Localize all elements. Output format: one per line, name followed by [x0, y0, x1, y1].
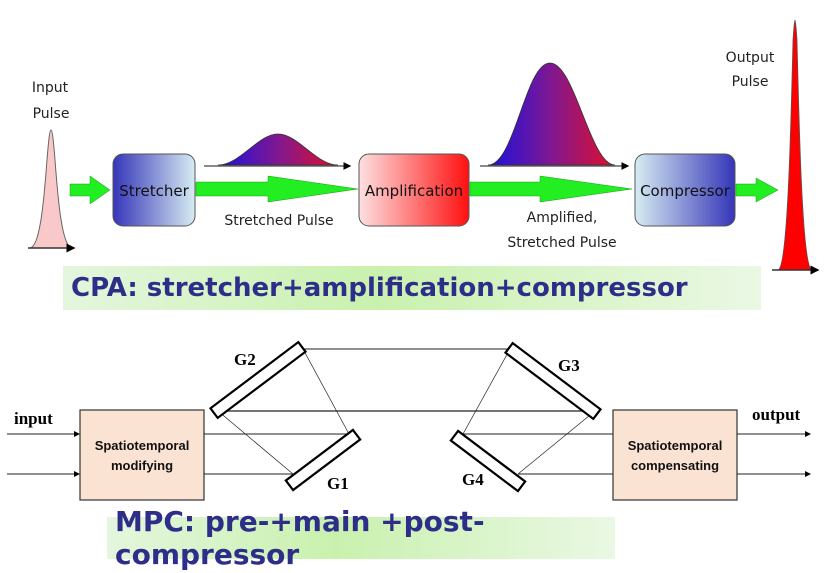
stretched-pulse: [217, 133, 339, 166]
output-pulse: [777, 19, 813, 271]
compressor-label: Compressor: [640, 182, 731, 200]
grating-g2-label: G2: [234, 350, 256, 369]
output-pulse-label-line2: Pulse: [732, 74, 769, 90]
input-pulse-label-line2: Pulse: [33, 106, 70, 122]
stretcher-label: Stretcher: [119, 182, 189, 200]
mpc-banner: MPC: pre-+main +post- compressor: [107, 505, 615, 571]
grating-g3-label: G3: [558, 356, 580, 375]
grating-g4-label: G4: [462, 470, 484, 489]
cpa-banner: CPA: stretcher+amplification+compressor: [63, 266, 761, 310]
beam-paths: [204, 348, 613, 475]
arrow-amp-to-compressor: [469, 175, 633, 203]
amplification-label: Amplification: [365, 182, 463, 200]
amplified-pulse-label-line1: Amplified,: [527, 210, 598, 226]
grating-g1-label: G1: [327, 474, 349, 493]
pre-box-line1: Spatiotemporal: [95, 438, 190, 453]
amplified-pulse: [487, 62, 616, 166]
amplified-pulse-label-line2: Stretched Pulse: [507, 235, 616, 251]
arrow-out-of-compressor: [735, 177, 779, 203]
output-pulse-label: Output Pulse: [726, 50, 775, 90]
output-pulse-label-line1: Output: [726, 50, 775, 66]
post-box-line2: compensating: [631, 458, 719, 473]
input-label: input: [14, 409, 53, 428]
stretched-pulse-label: Stretched Pulse: [224, 213, 333, 229]
grating-g2: [208, 340, 308, 420]
grating-g1: [284, 428, 362, 492]
grating-g4: [449, 429, 527, 493]
pre-box-line2: modifying: [111, 458, 173, 473]
input-pulse-label: Input Pulse: [32, 80, 70, 122]
post-compressor-box: [612, 409, 738, 501]
grating-g3: [503, 341, 603, 421]
input-pulse: [29, 129, 73, 249]
amplification-box: [358, 153, 470, 227]
compressor-box: [634, 153, 736, 227]
post-box-line1: Spatiotemporal: [628, 438, 723, 453]
arrow-into-stretcher: [69, 175, 111, 205]
input-pulse-label-line1: Input: [32, 80, 69, 96]
stretcher-box: [112, 153, 196, 227]
arrow-stretcher-to-amp: [195, 175, 359, 203]
output-label: output: [752, 405, 801, 424]
pre-compressor-box: [79, 409, 205, 501]
